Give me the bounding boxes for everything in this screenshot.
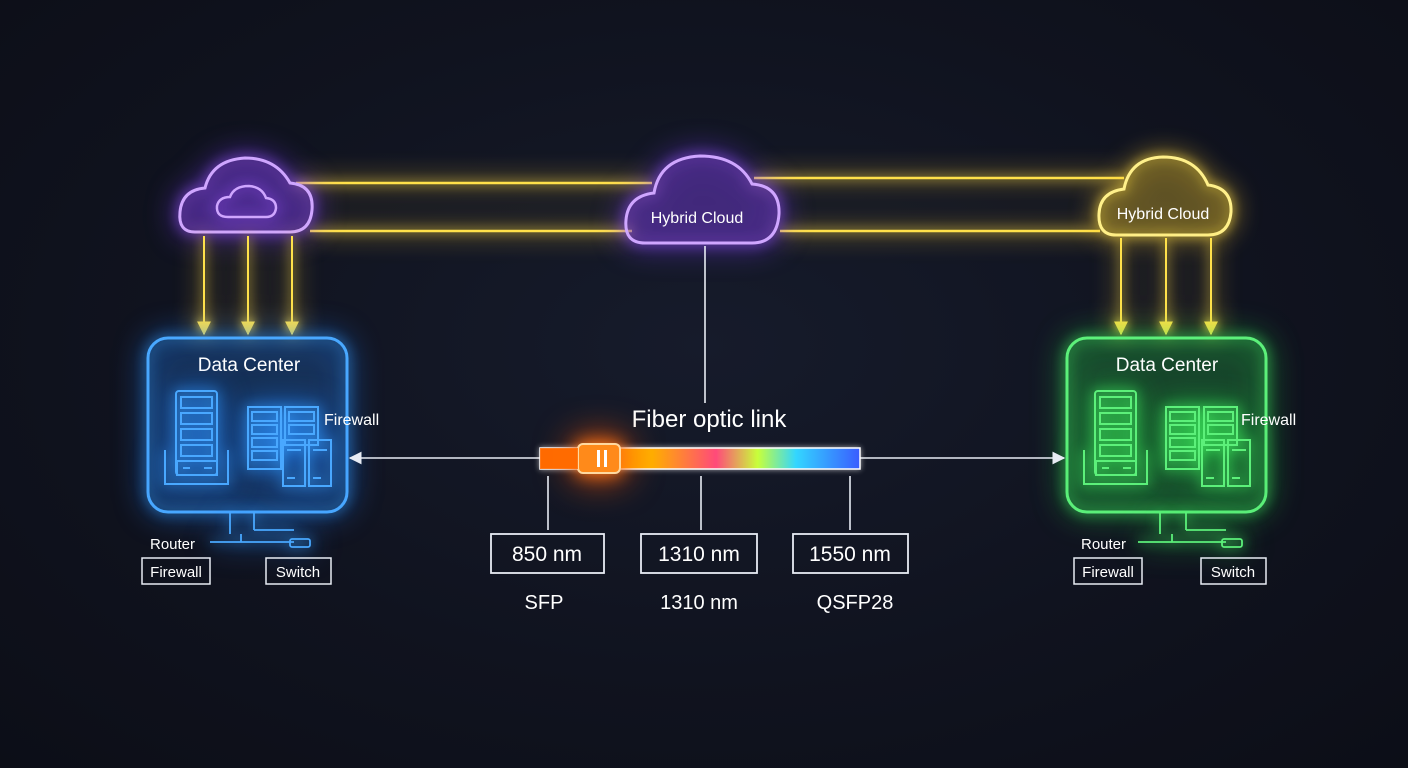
svg-text:Switch: Switch [276, 564, 320, 581]
svg-text:Firewall: Firewall [1082, 564, 1134, 581]
server-cluster-icon [247, 406, 332, 487]
router-label-left: Router [150, 536, 195, 553]
svg-text:Firewall: Firewall [150, 564, 202, 581]
caption-1310: 1310 nm [660, 592, 738, 614]
data-center-left-title: Data Center [198, 355, 301, 376]
svg-text:1550 nm: 1550 nm [809, 543, 891, 566]
svg-text:1310 nm: 1310 nm [658, 543, 740, 566]
cloud-links [296, 176, 1124, 233]
cloud-center [624, 154, 781, 245]
wavelength-1310: 1310 nm [640, 533, 758, 574]
wavelength-850: 850 nm [490, 533, 605, 574]
router-label-right: Router [1081, 536, 1126, 553]
firewall-label-right: Firewall [1241, 412, 1296, 429]
switch-device-icon-right [1221, 538, 1243, 548]
left-cloud-arrows [197, 236, 299, 336]
cloud-right-label: Hybrid Cloud [1117, 206, 1209, 223]
fiber-cable [539, 443, 861, 474]
left-dc-connectors [210, 512, 311, 548]
svg-text:850 nm: 850 nm [512, 543, 582, 566]
fiber-title: Fiber optic link [632, 406, 788, 433]
switch-device-icon [289, 538, 311, 548]
switch-box-left: Switch [265, 557, 332, 585]
server-cluster-icon-right [1165, 406, 1251, 487]
cloud-left [178, 156, 314, 234]
caption-sfp: SFP [525, 592, 564, 614]
caption-qsfp28: QSFP28 [817, 592, 894, 614]
firewall-label-left: Firewall [324, 412, 379, 429]
wavelength-1550: 1550 nm [792, 533, 909, 574]
cloud-right [1097, 155, 1233, 237]
cloud-center-label: Hybrid Cloud [651, 210, 743, 227]
data-center-right-title: Data Center [1116, 355, 1219, 376]
server-rack-icon [164, 390, 229, 485]
firewall-box-left: Firewall [141, 557, 211, 585]
data-center-right: Data Center Fi [1065, 336, 1296, 514]
svg-text:Switch: Switch [1211, 564, 1255, 581]
data-center-left: Data Center Fi [146, 336, 379, 514]
switch-box-right: Switch [1200, 557, 1267, 585]
cloud-icon [215, 184, 278, 219]
wavelength-ticks [547, 476, 851, 530]
right-dc-connectors [1138, 512, 1243, 548]
server-rack-icon-right [1083, 390, 1148, 485]
right-cloud-arrows [1114, 238, 1218, 336]
firewall-box-right: Firewall [1073, 557, 1143, 585]
